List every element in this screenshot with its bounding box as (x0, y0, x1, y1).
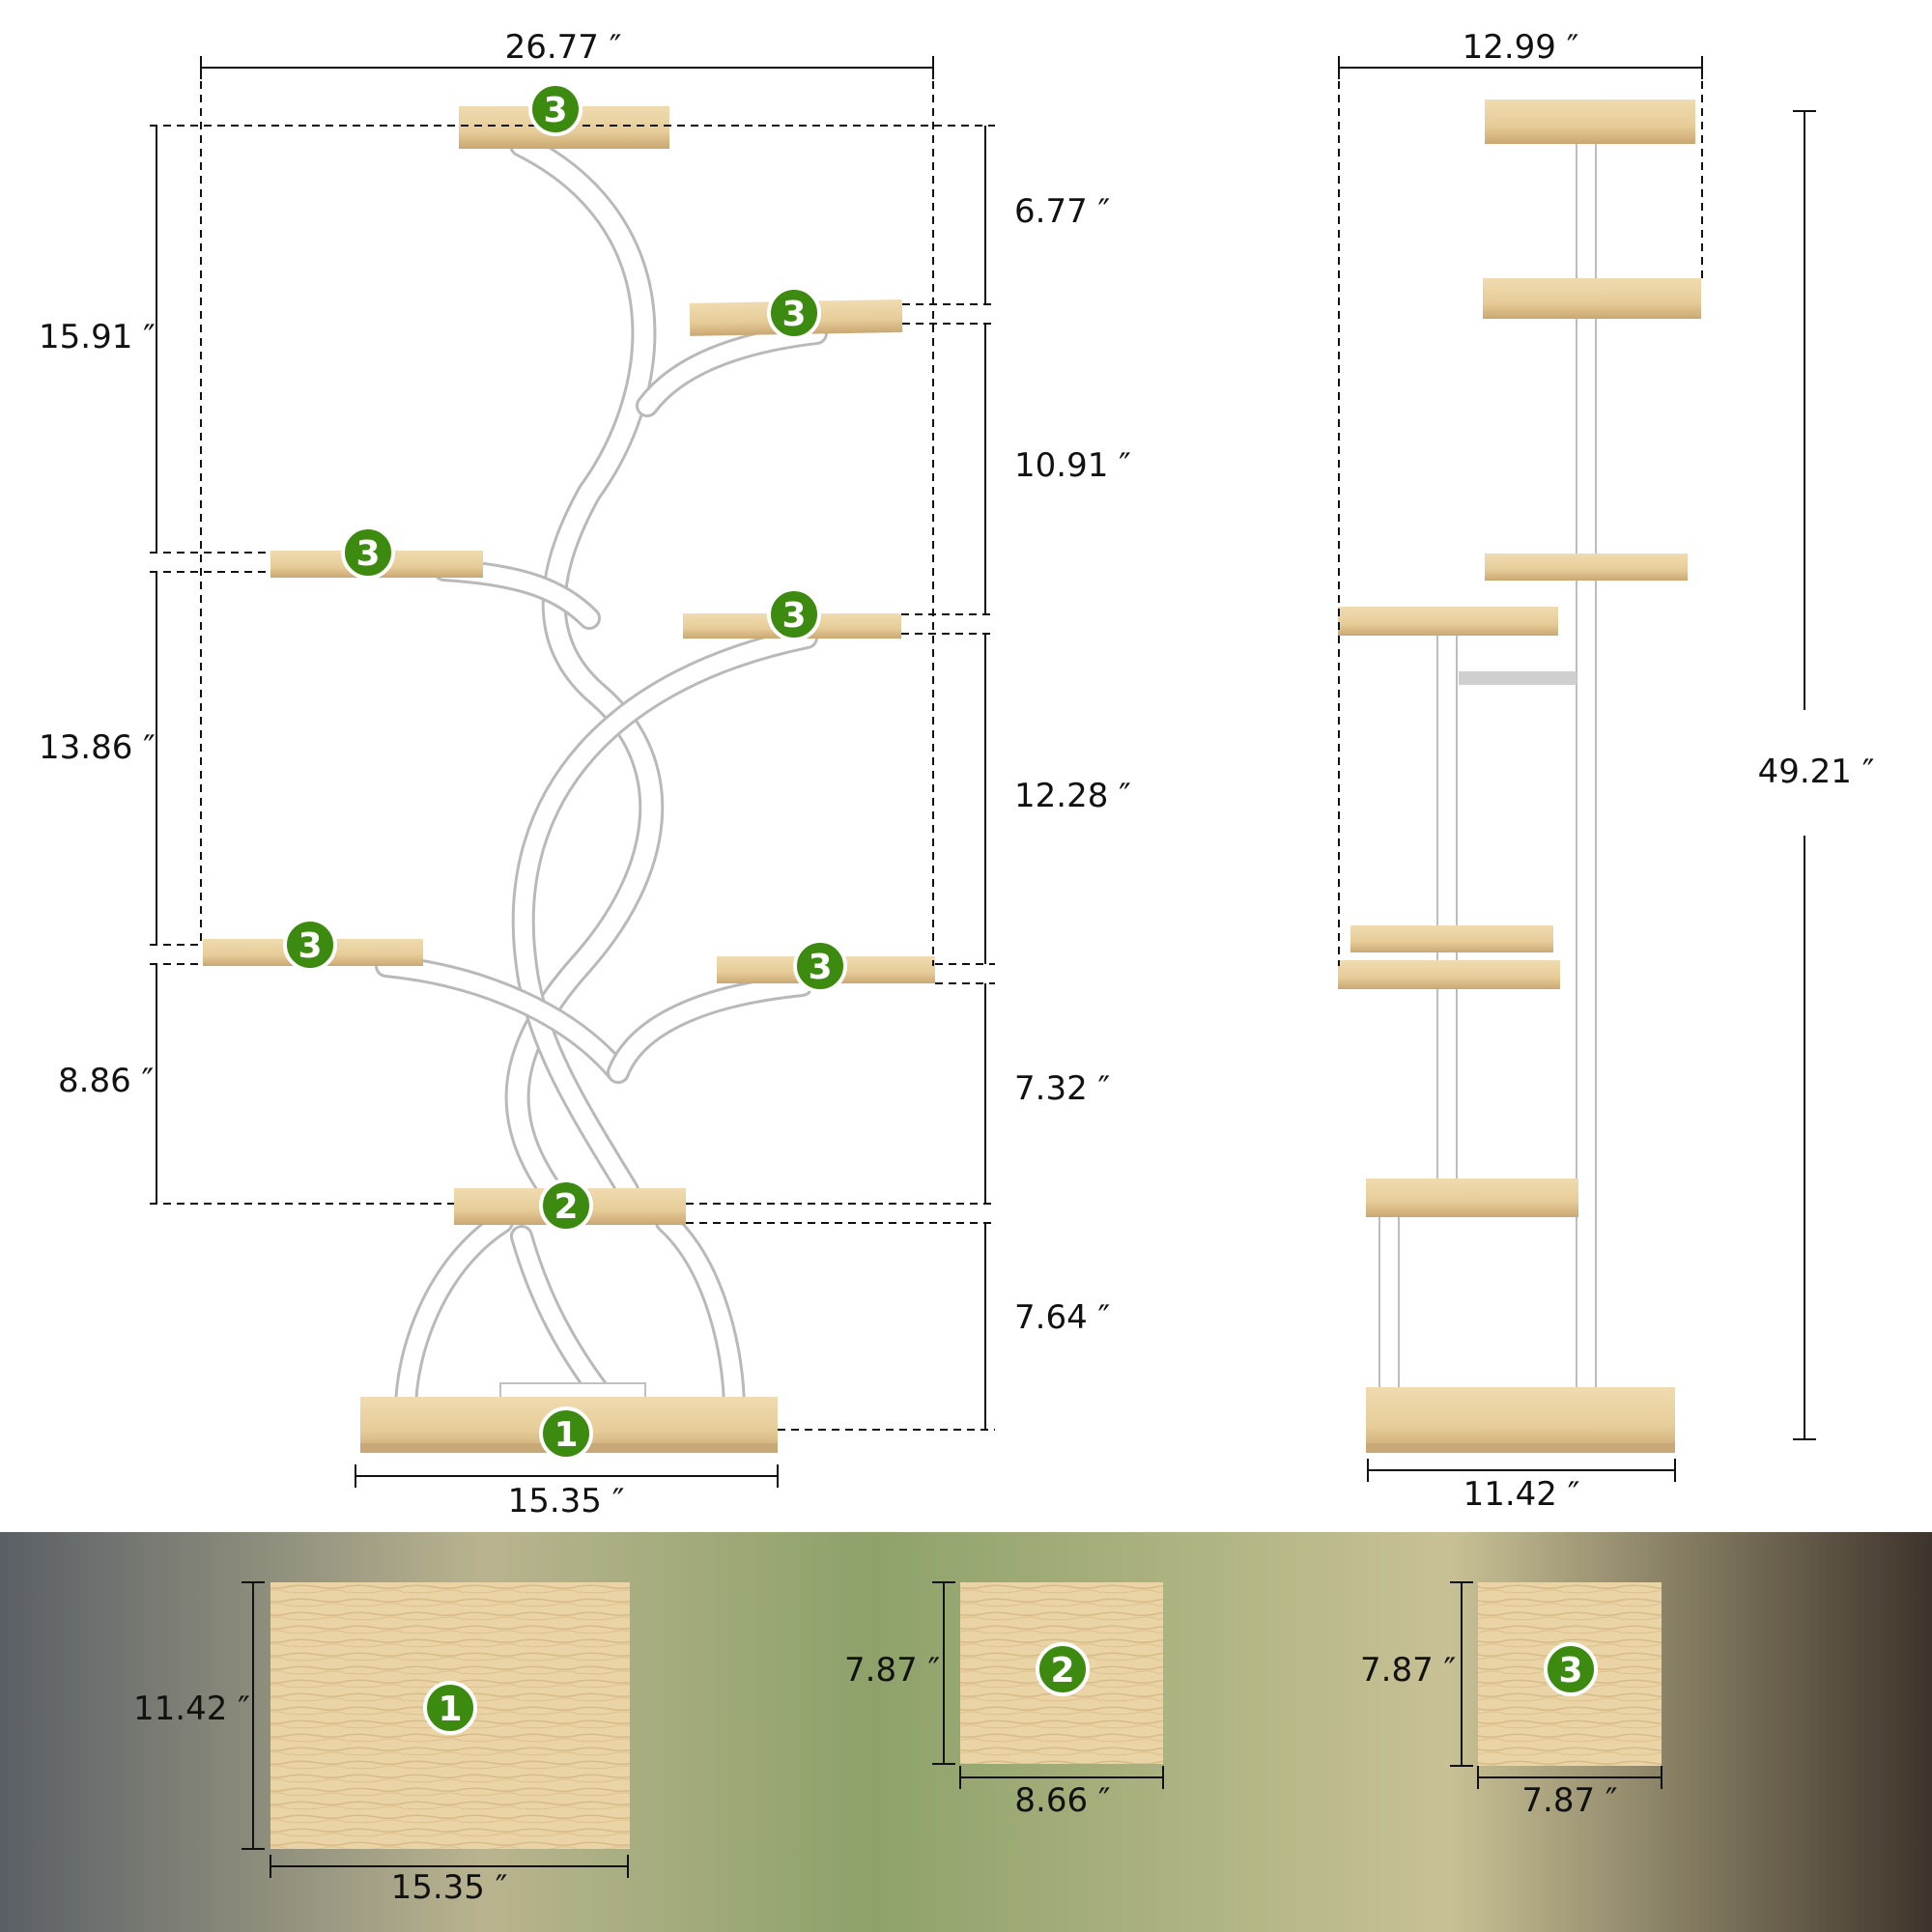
left-dim-label-1: 15.91 ″ (39, 318, 156, 356)
badge-shelf-right-middle: 3 (767, 587, 821, 641)
svg-text:1: 1 (554, 1415, 578, 1455)
detail-2-height-label: 7.87 ″ (844, 1651, 940, 1690)
right-dim-label-1: 6.77 ″ (1014, 192, 1110, 231)
side-width-label: 12.99 ″ (1463, 28, 1579, 67)
badge-shelf-base: 1 (539, 1406, 593, 1461)
side-height-label: 49.21 ″ (1758, 753, 1875, 791)
badge-shelf-right-lower: 3 (793, 939, 847, 993)
left-dim-label-3: 8.86 ″ (58, 1062, 154, 1100)
side-shelf-left-lower (1350, 925, 1553, 952)
left-dim-label-2: 13.86 ″ (39, 728, 156, 767)
svg-text:3: 3 (543, 91, 567, 130)
side-shelf-third (1485, 554, 1688, 581)
badge-shelf-left-lower: 3 (283, 918, 337, 972)
detail-panel-3: 3 7.87 ″ 7.87 ″ (1360, 1581, 1662, 1820)
badge-shelf-top: 3 (528, 82, 582, 136)
svg-text:3: 3 (298, 926, 322, 966)
svg-text:3: 3 (808, 948, 832, 987)
side-shelf-middle (1366, 1179, 1578, 1217)
side-shelf-left-upper (1338, 607, 1558, 636)
svg-text:3: 3 (781, 596, 806, 636)
detail-panel-1: 1 11.42 ″ 15.35 ″ (133, 1581, 630, 1907)
right-dim-label-2: 10.91 ″ (1014, 446, 1131, 485)
svg-text:3: 3 (781, 295, 806, 334)
detail-3-height-label: 7.87 ″ (1360, 1651, 1456, 1690)
side-shelf-top (1485, 99, 1695, 144)
side-shelf-second (1483, 278, 1701, 319)
detail-1-height-label: 11.42 ″ (133, 1690, 250, 1728)
detail-badge-2: 2 (1050, 1651, 1074, 1690)
detail-badge-3: 3 (1558, 1651, 1582, 1690)
detail-panel-2: 2 7.87 ″ 8.66 ″ (844, 1581, 1164, 1820)
detail-2-width-label: 8.66 ″ (1014, 1781, 1110, 1820)
shelf-detail-strip: 1 11.42 ″ 15.35 ″ 2 7.87 ″ 8.66 ″ (0, 1532, 1932, 1932)
detail-1-width-label: 15.35 ″ (391, 1868, 508, 1907)
side-view: 12.99 ″ 49.21 ″ 11.42 ″ (1338, 28, 1874, 1514)
right-dim-label-4: 7.32 ″ (1014, 1069, 1110, 1108)
badge-shelf-right-upper: 3 (767, 286, 821, 340)
front-base-width-label: 15.35 ″ (508, 1482, 625, 1520)
detail-badge-1: 1 (438, 1690, 462, 1729)
front-width-label: 26.77 ″ (505, 28, 622, 67)
side-shelf-left-lowest (1338, 960, 1560, 989)
svg-text:2: 2 (554, 1187, 578, 1227)
side-shelf-base (1366, 1387, 1675, 1453)
badge-shelf-left-upper: 3 (341, 526, 395, 580)
side-base-width-label: 11.42 ″ (1463, 1475, 1580, 1514)
right-dim-label-3: 12.28 ″ (1014, 777, 1131, 815)
right-dim-label-5: 7.64 ″ (1014, 1298, 1110, 1337)
front-view: 26.77 ″ 15.91 ″ 13.86 ″ 8.86 ″ 6.77 ″ 10… (39, 28, 1131, 1520)
side-dimension-lines (1338, 56, 1816, 1482)
detail-3-width-label: 7.87 ″ (1521, 1781, 1617, 1820)
svg-text:3: 3 (355, 534, 380, 574)
badge-shelf-middle: 2 (539, 1179, 593, 1233)
